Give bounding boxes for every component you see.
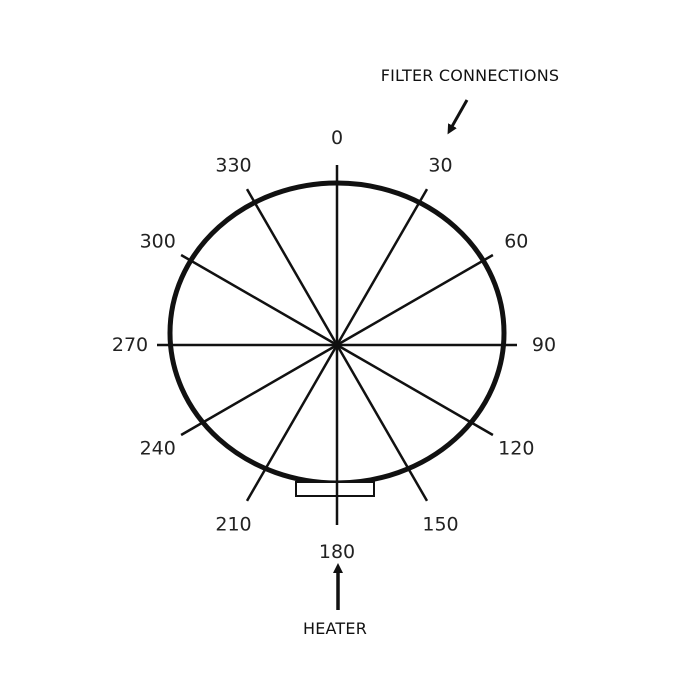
filter-connections-label: FILTER CONNECTIONS bbox=[381, 66, 560, 85]
radial-line-30 bbox=[335, 188, 429, 346]
filter-arrow-icon bbox=[447, 99, 469, 135]
angle-label-300: 300 bbox=[140, 231, 176, 253]
radial-line-150 bbox=[335, 344, 429, 502]
angle-label-90: 90 bbox=[532, 334, 556, 356]
radial-line-300 bbox=[180, 253, 338, 347]
angle-label-60: 60 bbox=[504, 231, 528, 253]
heater-rect bbox=[295, 481, 375, 497]
angle-label-270: 270 bbox=[112, 334, 148, 356]
radial-line-240 bbox=[180, 343, 338, 437]
angle-label-0: 0 bbox=[331, 127, 343, 149]
heater-label: HEATER bbox=[303, 619, 367, 638]
radial-line-210 bbox=[245, 344, 339, 502]
angle-label-30: 30 bbox=[428, 155, 452, 177]
angle-labels: 0 30 60 90 120 150 180 210 240 270 300 330 bbox=[112, 127, 556, 563]
angle-label-240: 240 bbox=[140, 438, 176, 460]
angle-label-180: 180 bbox=[319, 541, 355, 563]
radial-lines bbox=[157, 165, 517, 525]
radial-line-330 bbox=[245, 188, 339, 346]
radial-line-120 bbox=[336, 343, 494, 437]
angle-label-150: 150 bbox=[422, 513, 458, 535]
angle-label-330: 330 bbox=[215, 155, 251, 177]
angle-label-120: 120 bbox=[498, 438, 534, 460]
angle-label-210: 210 bbox=[215, 513, 251, 535]
radial-line-60 bbox=[336, 253, 494, 347]
